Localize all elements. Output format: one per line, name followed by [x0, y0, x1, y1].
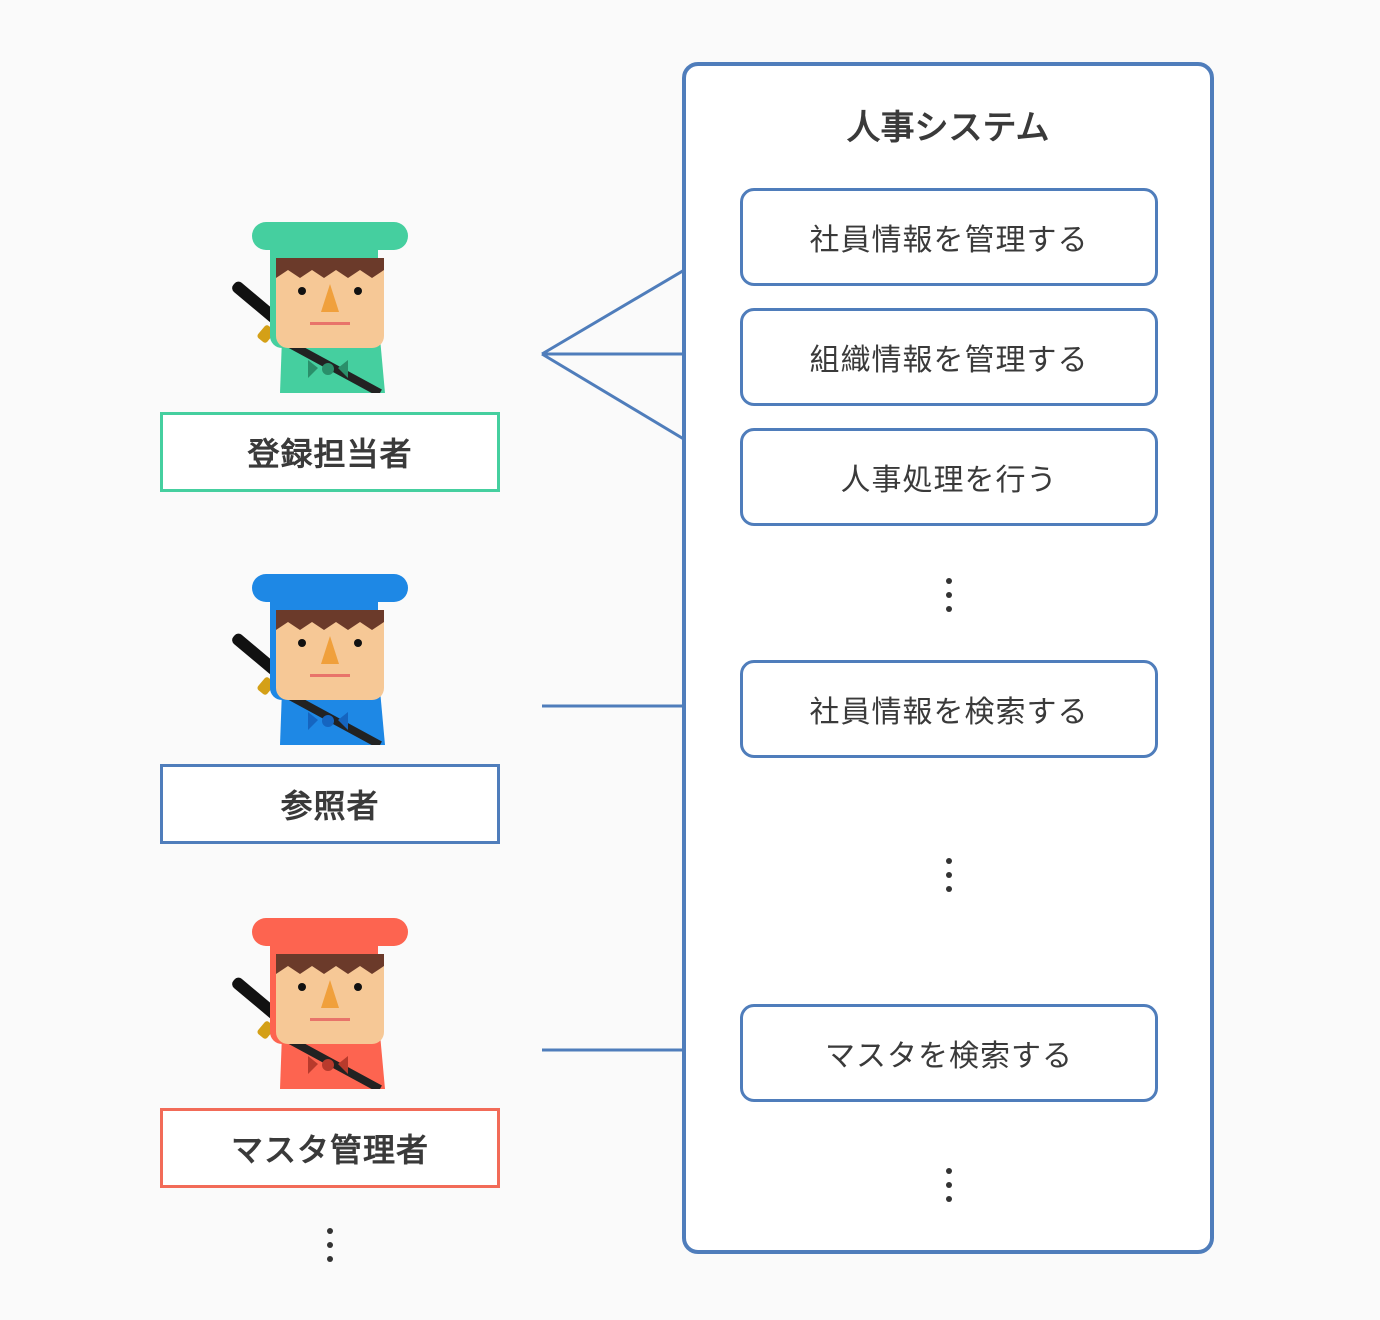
actor-label-viewer: 参照者: [160, 764, 500, 844]
samurai-icon: [232, 222, 408, 393]
usecase-manage-organization: 組織情報を管理する: [740, 308, 1158, 406]
usecase-hr-processing: 人事処理を行う: [740, 428, 1158, 526]
ellipsis-icon: [325, 1228, 335, 1270]
ellipsis-icon: [944, 1168, 954, 1210]
usecase-search-master: マスタを検索する: [740, 1004, 1158, 1102]
samurai-icon: [232, 574, 408, 745]
actor-label-registrar: 登録担当者: [160, 412, 500, 492]
samurai-icon: [232, 918, 408, 1089]
ellipsis-icon: [944, 858, 954, 900]
actor-label-master-admin: マスタ管理者: [160, 1108, 500, 1188]
system-title: 人事システム: [846, 108, 1050, 148]
ellipsis-icon: [944, 578, 954, 620]
usecase-search-employee: 社員情報を検索する: [740, 660, 1158, 758]
usecase-manage-employee: 社員情報を管理する: [740, 188, 1158, 286]
